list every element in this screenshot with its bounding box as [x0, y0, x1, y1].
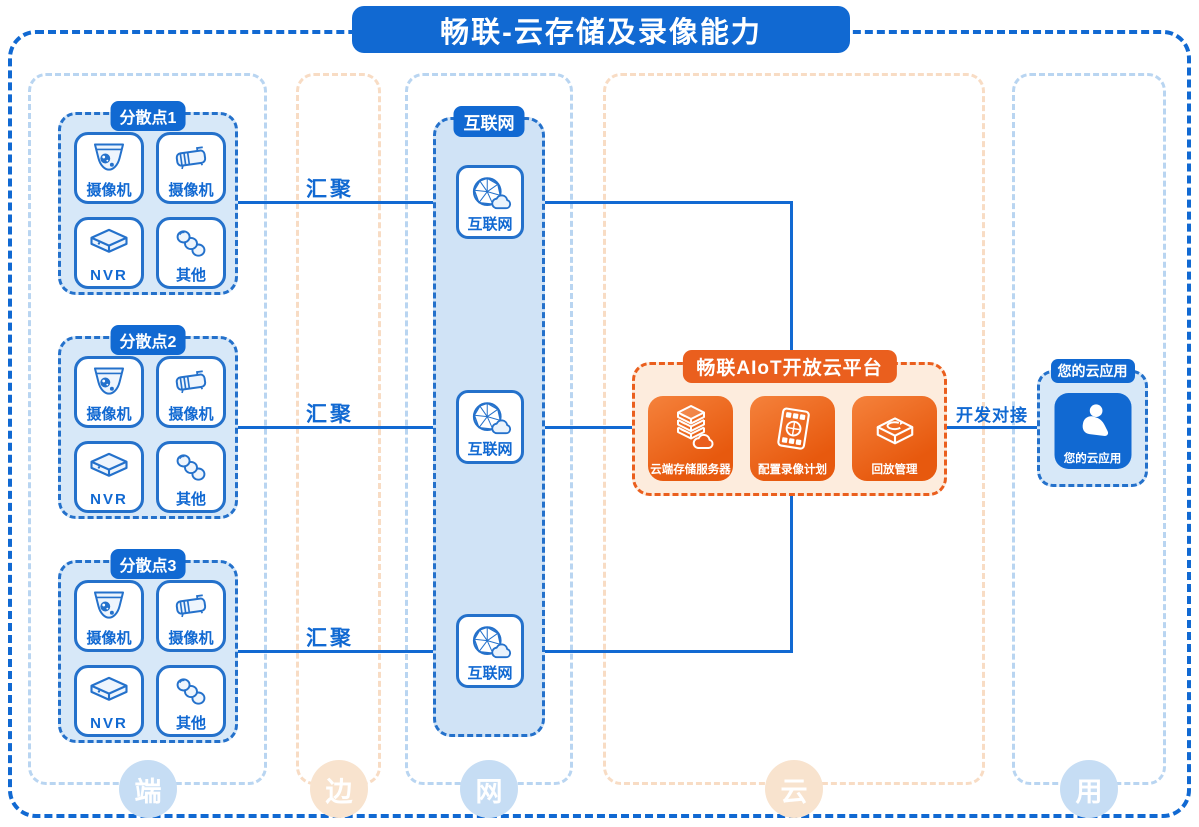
device-label: 其他: [175, 266, 206, 284]
cloud-app-header: 您的云应用: [1050, 359, 1135, 383]
aiot-platform-title: 畅联AIoT开放云平台: [682, 350, 897, 383]
device-label: NVR: [90, 490, 128, 508]
internet-globe-icon: [467, 400, 513, 442]
device-card-bullet-camera: 摄像机: [156, 132, 226, 204]
nvr-icon: [77, 220, 141, 267]
device-card-nvr: NVR: [74, 441, 144, 513]
internet-node-label: 互联网: [467, 215, 513, 233]
internet-node-label: 互联网: [467, 440, 513, 458]
diagram-title: 畅联-云存储及录像能力: [352, 6, 850, 53]
dome-camera-icon: [77, 359, 141, 406]
edge-site2-internet: [238, 426, 433, 429]
aggregate-label-3: 汇聚: [306, 627, 354, 650]
device-label: 摄像机: [86, 181, 132, 199]
device-grid: 摄像机 摄像机 NVR 其他: [74, 356, 226, 513]
lane-bubble-application: 用: [1060, 760, 1118, 818]
cloud-storage-server-icon: [648, 396, 733, 461]
edge-site1-internet: [238, 201, 433, 204]
platform-item-label: 云端存储服务器: [650, 464, 731, 476]
internet-node-label: 互联网: [467, 664, 513, 682]
internet-node-2: 互联网: [456, 390, 524, 464]
lane-bubble-cloud: 云: [765, 760, 823, 818]
edge-platform-app: [946, 426, 1038, 429]
develop-link-label: 开发对接: [956, 406, 1028, 425]
site-box-2: 分散点2 摄像机 摄像机 NVR 其他: [58, 325, 238, 519]
edge-internet1-platform-v: [790, 201, 793, 352]
site-title-2: 分散点2: [110, 325, 186, 355]
aggregate-label-2: 汇聚: [306, 403, 354, 426]
site-box-1: 分散点1 摄像机 摄像机 NVR 其他: [58, 101, 238, 295]
edge-internet3-platform-v: [790, 495, 793, 653]
device-label: 摄像机: [168, 181, 214, 199]
device-label: 摄像机: [168, 405, 214, 423]
other-devices-icon: [159, 444, 223, 491]
aiot-platform-box: 畅联AIoT开放云平台 云端存储服务器 配置录像计划 回放管理: [632, 350, 947, 496]
edge-site3-internet: [238, 650, 433, 653]
internet-node-1: 互联网: [456, 165, 524, 239]
edge-internet2-platform: [545, 426, 634, 429]
platform-items: 云端存储服务器 配置录像计划 回放管理: [648, 396, 937, 481]
device-card-others: 其他: [156, 441, 226, 513]
user-app-icon: [1054, 393, 1131, 450]
nvr-icon: [77, 668, 141, 715]
bullet-camera-icon: [159, 583, 223, 630]
device-card-bullet-camera: 摄像机: [156, 356, 226, 428]
lane-bubble-edge: 边: [310, 760, 368, 818]
device-card-others: 其他: [156, 217, 226, 289]
device-card-nvr: NVR: [74, 665, 144, 737]
platform-item-cloud-storage: 云端存储服务器: [648, 396, 733, 481]
recording-plan-icon: [750, 396, 835, 461]
device-label: 摄像机: [168, 629, 214, 647]
aggregate-label-1: 汇聚: [306, 178, 354, 201]
other-devices-icon: [159, 668, 223, 715]
platform-item-playback: 回放管理: [852, 396, 937, 481]
device-label: 摄像机: [86, 629, 132, 647]
device-grid: 摄像机 摄像机 NVR 其他: [74, 132, 226, 289]
device-card-nvr: NVR: [74, 217, 144, 289]
bullet-camera-icon: [159, 135, 223, 182]
device-label: 其他: [175, 714, 206, 732]
dome-camera-icon: [77, 583, 141, 630]
platform-item-label: 回放管理: [871, 464, 918, 476]
device-label: NVR: [90, 266, 128, 284]
nvr-icon: [77, 444, 141, 491]
cloud-app-tile: 您的云应用: [1054, 393, 1131, 469]
device-grid: 摄像机 摄像机 NVR 其他: [74, 580, 226, 737]
other-devices-icon: [159, 220, 223, 267]
device-card-others: 其他: [156, 665, 226, 737]
site-title-1: 分散点1: [110, 101, 186, 131]
edge-internet3-platform-h: [545, 650, 793, 653]
device-card-dome-camera: 摄像机: [74, 356, 144, 428]
device-label: NVR: [90, 714, 128, 732]
lane-bubble-terminal: 端: [119, 760, 177, 818]
internet-globe-icon: [467, 175, 513, 217]
playback-management-icon: [852, 396, 937, 461]
edge-internet1-platform-h: [545, 201, 793, 204]
cloud-app-box: 您的云应用 您的云应用: [1037, 359, 1148, 487]
internet-globe-icon: [467, 624, 513, 666]
cloud-app-label: 您的云应用: [1063, 453, 1122, 465]
platform-item-label: 配置录像计划: [758, 464, 827, 476]
site-title-3: 分散点3: [110, 549, 186, 579]
lane-bubble-network: 网: [460, 760, 518, 818]
platform-item-recording-plan: 配置录像计划: [750, 396, 835, 481]
site-box-3: 分散点3 摄像机 摄像机 NVR 其他: [58, 549, 238, 743]
internet-node-3: 互联网: [456, 614, 524, 688]
internet-header: 互联网: [453, 106, 525, 137]
device-label: 其他: [175, 490, 206, 508]
dome-camera-icon: [77, 135, 141, 182]
device-label: 摄像机: [86, 405, 132, 423]
device-card-bullet-camera: 摄像机: [156, 580, 226, 652]
device-card-dome-camera: 摄像机: [74, 580, 144, 652]
device-card-dome-camera: 摄像机: [74, 132, 144, 204]
bullet-camera-icon: [159, 359, 223, 406]
